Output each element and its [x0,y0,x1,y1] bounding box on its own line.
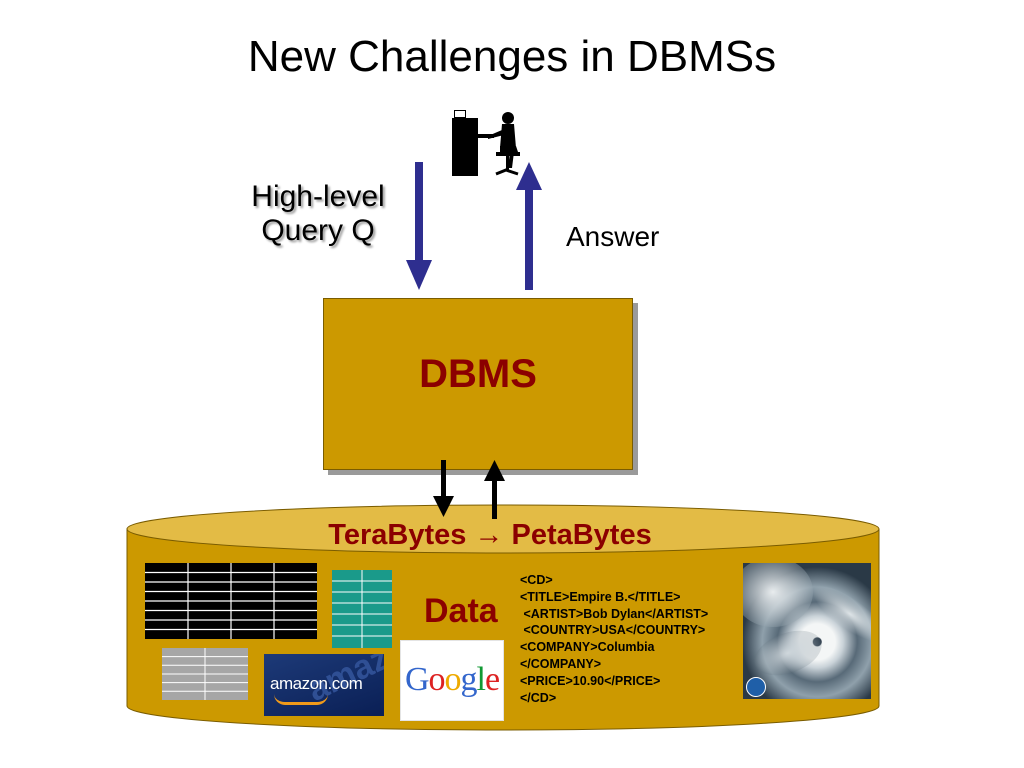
arrow-up-icon [516,162,542,290]
xml-line: <COUNTRY>USA</COUNTRY> [520,623,706,638]
dbms-box [323,298,633,470]
gray-table-icon [162,648,248,700]
query-label-line2: Query Q [261,214,375,247]
google-logo-letter: e [484,661,500,698]
storage-scale-label: TeraBytes → PetaBytes [328,519,652,551]
teal-table-icon [332,570,392,648]
google-logo-text: Google [401,661,503,699]
query-label: High-level Query Q [228,180,408,248]
person-at-computer-icon [452,110,520,176]
xml-line: </COMPANY> [520,656,602,671]
xml-line: </CD> [520,690,557,705]
xml-line: <CD> [520,573,553,587]
arrow-down-icon [406,162,432,290]
google-logo: Google [401,641,503,720]
xml-line: <ARTIST>Bob Dylan</ARTIST> [520,606,709,621]
arrow-down-icon [433,460,454,517]
amazon-logo-text: amazon.com [270,674,363,693]
google-logo-letter: l [476,661,487,698]
xml-line: <COMPANY>Columbia [520,640,655,655]
arrow-up-icon [484,460,505,519]
query-arrows [406,162,542,290]
xml-line: <PRICE>10.90</PRICE> [520,673,661,688]
hurricane-satellite-image [743,563,871,699]
slide-title: New Challenges in DBMSs [247,32,777,81]
answer-label: Answer [566,221,660,252]
google-logo-letter: o [444,661,462,698]
google-logo-letter: G [404,661,430,698]
google-logo-letter: g [460,661,478,698]
noaa-logo-icon [746,677,766,697]
google-logo-letter: o [428,661,446,698]
data-label: Data [424,592,498,630]
xml-line: <TITLE>Empire B.</TITLE> [520,589,681,604]
amazon-logo: amazon amazon.com [264,654,384,716]
xml-snippet: <CD> <TITLE>Empire B.</TITLE> <ARTIST>Bo… [520,572,708,706]
dbms-label: DBMS [419,352,537,396]
query-label-line1: High-level [251,180,385,213]
amazon-smile-icon [274,694,328,705]
black-table-icon [145,563,317,639]
